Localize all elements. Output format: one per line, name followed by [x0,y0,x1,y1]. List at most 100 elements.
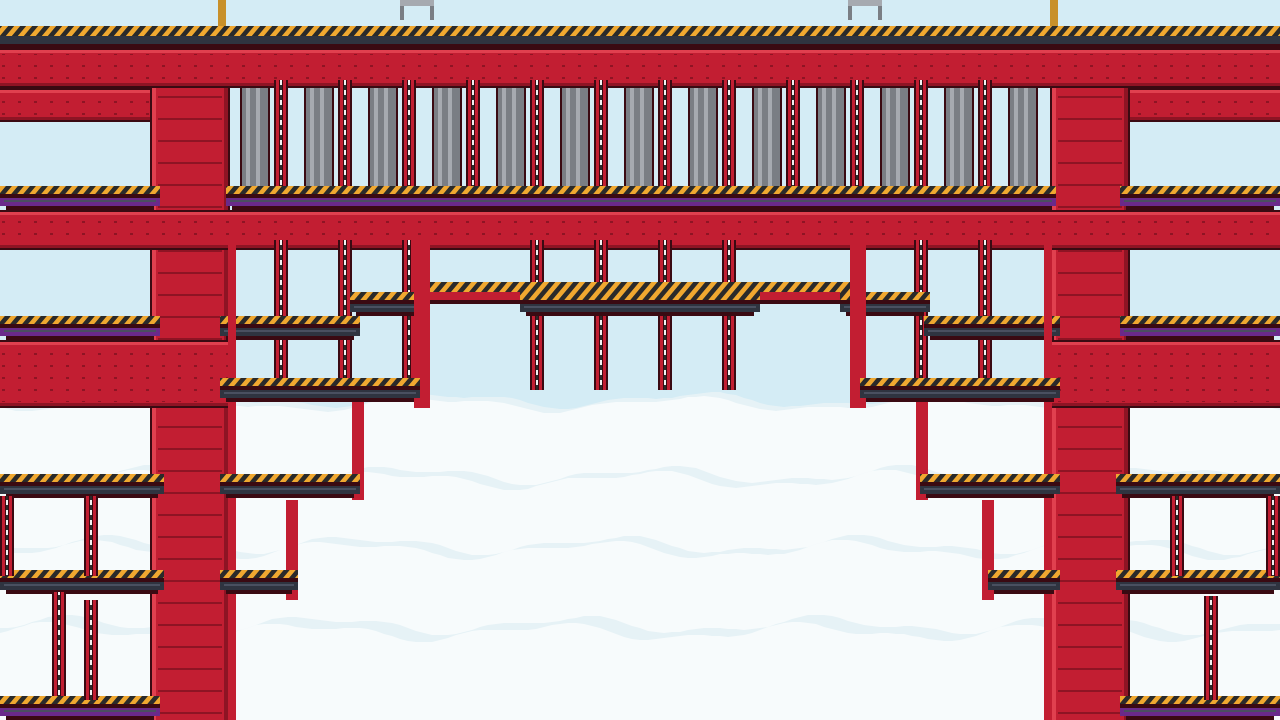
support-post-icon [594,80,608,192]
shape [220,578,298,582]
frame-rail [850,240,866,408]
left-lower-girder [0,340,230,408]
hazard-stripe-icon [220,378,420,386]
shape [630,88,634,188]
shape [987,80,990,192]
shape [276,240,279,390]
shape [0,44,1280,48]
support-post-icon [1170,496,1184,576]
shape [859,80,862,192]
shape [844,306,926,308]
support-post-icon [914,80,928,192]
hazard-stripe-icon [0,316,160,324]
shape [1120,488,1276,490]
shape [283,240,286,390]
shape [0,94,150,116]
shape [276,80,279,192]
shape [230,200,1052,202]
support-post-icon [274,240,288,390]
support-post-icon [786,80,800,192]
shape [923,80,926,192]
shape [370,88,396,188]
shape [664,80,666,192]
shape [6,590,158,594]
shape [920,482,1060,486]
column-seam [1058,162,1122,164]
shape [356,312,424,316]
shape [0,50,1280,53]
column-seam [158,162,222,164]
support-post-icon [402,80,416,192]
shape [350,300,430,304]
shape [603,80,606,192]
shape [2,496,5,576]
right-ledge-1 [1120,186,1280,210]
shape [946,88,972,188]
support-post-icon [722,80,736,192]
shape [90,600,92,700]
shape [6,206,154,210]
shape [58,592,60,696]
flag-pole [1050,0,1058,26]
shape [0,90,150,93]
left-ledge-2 [0,316,160,340]
support-post-icon [658,80,672,192]
support-post-icon [84,600,98,700]
support-post-icon [52,592,66,696]
shape [1050,403,1280,406]
shape [1122,590,1274,594]
shape [520,300,760,304]
shape [1130,94,1280,116]
bridge-center [520,292,760,316]
column-seam [158,250,222,252]
shape [987,240,990,390]
shape [226,590,292,594]
sky-strip [0,0,1280,28]
column-seam [1058,712,1122,714]
shape [526,312,754,316]
right-outer-platform-2 [1116,570,1280,594]
column-seam [1058,580,1122,582]
shape [896,88,900,188]
left-inner-platform-4 [220,570,298,594]
hazard-stripe-icon [840,292,930,300]
shape [0,324,160,328]
shape [434,88,460,188]
shape [4,200,156,202]
column-seam [158,580,222,582]
shape [1124,710,1276,712]
shape [411,80,414,192]
hazard-stripe-icon [220,570,298,578]
hazard-stripe-icon [1120,186,1280,194]
shape [280,240,282,390]
shape [626,88,652,188]
shape [93,496,96,576]
support-post-icon [978,240,992,390]
bench-icon [400,0,434,20]
shape [310,88,314,188]
bench-icon [848,0,882,20]
support-post-icon [0,496,14,576]
middle-girder [0,210,1280,250]
column-seam [1058,206,1122,208]
shape [400,0,434,6]
shape [536,80,538,192]
shape [340,240,343,390]
shape [728,80,730,192]
hazard-stripe-icon [0,186,160,194]
shape [9,496,12,576]
flag-pole [218,0,226,26]
shape [475,80,478,192]
shape [1116,578,1280,582]
shape [1176,496,1178,576]
shape [1206,596,1209,700]
column-seam [158,316,222,318]
shape [256,88,260,188]
right-inner-platform-3 [920,474,1060,498]
shape [0,346,230,402]
shape [340,80,343,192]
shape [1120,324,1280,328]
shape [924,488,1056,490]
column-seam [1058,250,1122,252]
support-post-icon [850,80,864,192]
